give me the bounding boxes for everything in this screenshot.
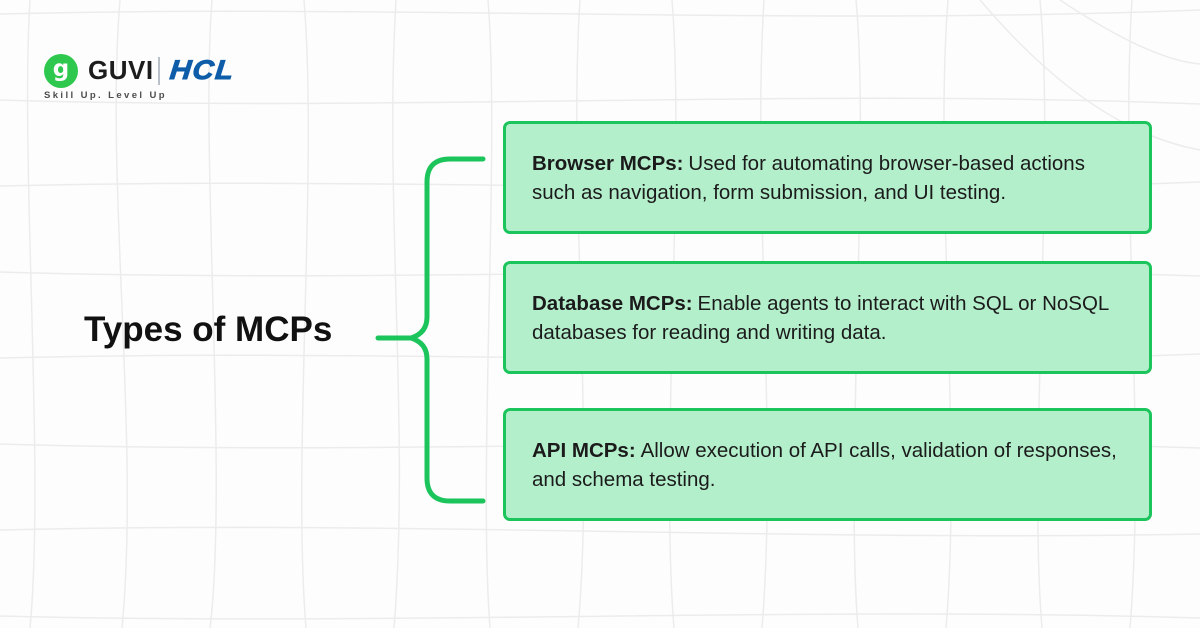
mcp-box-browser: Browser MCPs:Used for automating browser… <box>503 121 1152 234</box>
mcp-box-text: Database MCPs:Enable agents to interact … <box>532 289 1129 347</box>
mcp-box-description: Enable agents to interact with SQL or No… <box>532 291 1109 344</box>
guvi-mark-letter: g <box>52 55 70 82</box>
mcp-box-label: Browser MCPs: <box>532 151 684 175</box>
brand-tagline: Skill Up. Level Up <box>44 90 167 101</box>
guvi-logo-icon: g <box>44 54 78 88</box>
mcp-box-description: Used for automating browser-based action… <box>532 151 1085 204</box>
diagram-title: Types of MCPs <box>84 310 333 349</box>
mcp-box-label: Database MCPs: <box>532 291 693 315</box>
logo-divider <box>158 57 160 85</box>
mcp-box-description: Allow execution of API calls, validation… <box>532 438 1117 491</box>
mcp-box-text: Browser MCPs:Used for automating browser… <box>532 149 1129 207</box>
hcl-wordmark: HCL <box>168 54 237 85</box>
mcp-box-label: API MCPs: <box>532 438 636 462</box>
mcp-box-api: API MCPs:Allow execution of API calls, v… <box>503 408 1152 521</box>
mcp-box-database: Database MCPs:Enable agents to interact … <box>503 261 1152 374</box>
mcp-box-text: API MCPs:Allow execution of API calls, v… <box>532 436 1129 494</box>
guvi-wordmark: GUVI <box>88 55 154 85</box>
